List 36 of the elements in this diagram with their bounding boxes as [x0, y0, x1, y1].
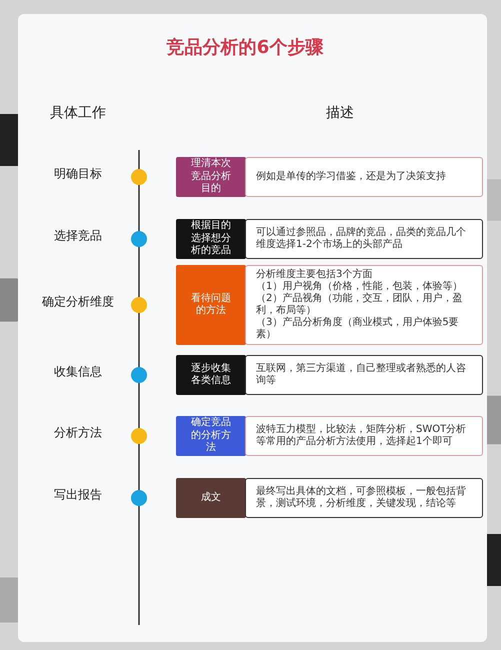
description-text: （1）用户视角（价格，性能，包装，体验等） [256, 281, 464, 292]
column-header: 描述 [326, 104, 354, 122]
description-text: 例如是单传的学习借鉴，还是为了决策支持 [256, 171, 447, 183]
step-title: 确定竞品的分析方法 [190, 417, 232, 455]
step-title: 根据目的选择想分析的竞品 [190, 220, 232, 258]
step-tag-box [176, 157, 246, 197]
step-title: 理清本次竞品分析目的 [190, 158, 232, 196]
step-tag-box [176, 355, 246, 395]
description-box [245, 219, 483, 259]
step-title: 成文 [201, 492, 221, 504]
step-name: 确定分析维度 [42, 294, 114, 310]
step-name: 选择竞品 [54, 228, 102, 244]
description-box [245, 265, 483, 345]
description-text: 互联网，第三方渠道，自己整理或者熟悉的人咨询等 [256, 363, 467, 387]
step-tag-box [176, 219, 246, 259]
step-title: 逐步收集各类信息 [190, 362, 232, 388]
description-text: 分析维度主要包括3个方面 [256, 269, 374, 280]
step-tag-box [176, 265, 246, 345]
step-tag-box [176, 478, 246, 518]
description-text: （3）产品分析角度（商业模式，用户体验5要素） [256, 317, 460, 341]
title: 竞品分析的6个步骤 [166, 36, 324, 59]
column-header: 具体工作 [50, 104, 106, 122]
description-box [245, 355, 483, 395]
step-name: 写出报告 [54, 486, 102, 504]
description-text: 可以通过参照品，品牌的竞品，品类的竞品几个维度选择1-2个市场上的头部产品 [256, 227, 467, 251]
step-name: 明确目标 [54, 166, 102, 182]
step-title: 看待问题的方法 [190, 292, 232, 318]
description-box [245, 416, 483, 456]
description-box [245, 157, 483, 197]
step-name: 分析方法 [54, 424, 102, 442]
step-tag-box [176, 416, 246, 456]
description-box [245, 478, 483, 518]
description-text: （2）产品视角（功能，交互，团队，用户，盈利，布局等） [256, 293, 464, 316]
description-text: 波特五力模型，比较法，矩阵分析，SWOT分析等常用的产品分析方法使用，选择起1个即可 [256, 424, 468, 448]
step-name: 收集信息 [54, 364, 102, 380]
description-text: 最终写出具体的文档，可参照模板，一般包括背景，测试环境，分析维度，关键发现，结论等 [256, 486, 467, 510]
